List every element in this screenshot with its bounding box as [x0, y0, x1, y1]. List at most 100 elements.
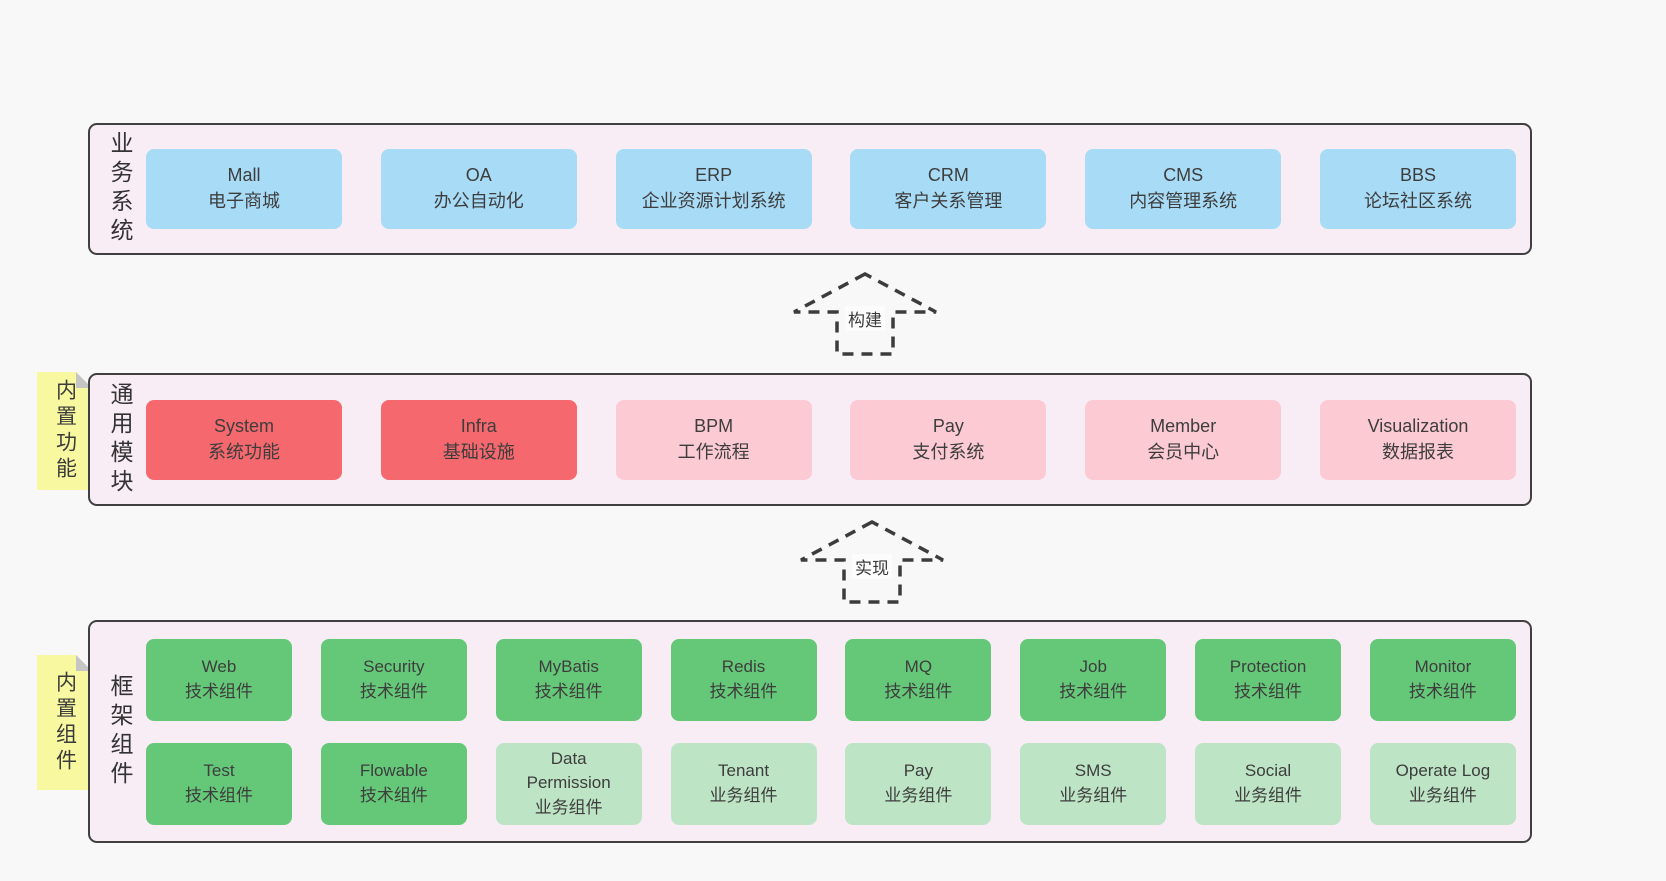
box-title: Security — [363, 657, 425, 677]
implement-arrow-label: 实现 — [852, 554, 892, 579]
box-visualization: Visualization 数据报表 — [1319, 399, 1516, 480]
dashed-up-arrow-icon — [793, 272, 937, 356]
box-subtitle: 技术组件 — [709, 681, 778, 701]
box-subtitle: 工作流程 — [677, 441, 750, 462]
box-title: CRM — [927, 165, 969, 186]
box-title: Data Permission — [526, 749, 611, 793]
box-title: Test — [203, 761, 235, 781]
box-mall: Mall 电子商城 — [146, 149, 342, 229]
implement-arrow: 实现 — [797, 516, 947, 606]
box-subtitle: 技术组件 — [884, 681, 953, 701]
box-title: SMS — [1074, 761, 1112, 781]
box-title: Protection — [1229, 657, 1307, 677]
box-title: Pay — [932, 415, 964, 436]
box-title: BBS — [1399, 165, 1436, 186]
box-social: Social 业务组件 — [1195, 742, 1342, 825]
box-title: ERP — [695, 165, 733, 186]
box-test: Test 技术组件 — [146, 742, 292, 825]
box-oa: OA 办公自动化 — [380, 149, 577, 229]
sticky-note-builtin-features: 内置功能 — [37, 372, 92, 490]
box-title: MQ — [904, 657, 933, 677]
box-title: MyBatis — [538, 657, 599, 677]
box-security: Security 技术组件 — [320, 638, 467, 721]
box-title: Social — [1244, 761, 1292, 781]
box-title: Job — [1079, 657, 1107, 677]
box-subtitle: 业务组件 — [1234, 785, 1303, 805]
box-flowable: Flowable 技术组件 — [320, 742, 467, 825]
box-protection: Protection 技术组件 — [1195, 638, 1342, 721]
box-subtitle: 业务组件 — [1408, 785, 1477, 805]
box-title: CMS — [1163, 165, 1204, 186]
build-arrow-label: 构建 — [845, 306, 885, 331]
box-subtitle: 内容管理系统 — [1129, 191, 1238, 211]
box-operate-log: Operate Log 业务组件 — [1369, 742, 1516, 825]
box-subtitle: 论坛社区系统 — [1363, 191, 1472, 211]
box-sms: SMS 业务组件 — [1020, 742, 1167, 825]
box-subtitle: 基础设施 — [442, 441, 515, 462]
box-subtitle: 会员中心 — [1147, 441, 1220, 462]
box-cms: CMS 内容管理系统 — [1085, 149, 1282, 229]
box-subtitle: 技术组件 — [534, 681, 603, 701]
dashed-up-arrow-icon — [800, 520, 944, 604]
box-mq: MQ 技术组件 — [845, 638, 992, 721]
box-subtitle: 系统功能 — [208, 441, 280, 462]
box-subtitle: 办公自动化 — [433, 191, 524, 211]
box-subtitle: 业务组件 — [709, 785, 778, 805]
sticky-note-label: 内置功能 — [53, 379, 77, 483]
box-title: System — [213, 415, 274, 436]
box-title: Redis — [721, 657, 766, 677]
box-subtitle: 业务组件 — [1059, 785, 1128, 805]
box-job: Job 技术组件 — [1020, 638, 1167, 721]
box-title: Mall — [227, 165, 261, 186]
box-subtitle: 数据报表 — [1381, 441, 1454, 462]
box-pay: Pay 支付系统 — [850, 399, 1047, 480]
box-mybatis: MyBatis 技术组件 — [495, 638, 642, 721]
box-subtitle: 技术组件 — [359, 681, 428, 701]
box-title: Operate Log — [1395, 761, 1491, 781]
box-subtitle: 技术组件 — [185, 785, 253, 805]
build-arrow: 构建 — [790, 268, 940, 358]
layer-label-common-modules: 通用模块 — [107, 381, 133, 498]
box-title: Flowable — [359, 761, 428, 781]
sticky-note-label: 内置组件 — [53, 670, 77, 775]
box-system: System 系统功能 — [146, 399, 342, 480]
box-subtitle: 技术组件 — [185, 681, 253, 701]
box-tenant: Tenant 业务组件 — [670, 742, 817, 825]
sticky-note-builtin-components: 内置组件 — [37, 655, 92, 790]
box-subtitle: 技术组件 — [1059, 681, 1128, 701]
box-subtitle: 技术组件 — [359, 785, 428, 805]
box-bbs: BBS 论坛社区系统 — [1319, 149, 1516, 229]
box-erp: ERP 企业资源计划系统 — [615, 149, 812, 229]
box-subtitle: 业务组件 — [534, 797, 603, 817]
box-data-permission: Data Permission 业务组件 — [495, 742, 642, 825]
box-title: Visualization — [1367, 415, 1469, 436]
box-subtitle: 企业资源计划系统 — [641, 191, 786, 211]
box-title: OA — [465, 165, 492, 186]
box-subtitle: 电子商城 — [208, 191, 280, 211]
layer-label-business-systems: 业务系统 — [107, 131, 133, 247]
box-title: Tenant — [718, 761, 770, 781]
box-infra: Infra 基础设施 — [380, 399, 577, 480]
box-subtitle: 支付系统 — [912, 441, 985, 462]
box-subtitle: 技术组件 — [1408, 681, 1477, 701]
box-title: Infra — [460, 415, 497, 436]
box-subtitle: 技术组件 — [1234, 681, 1303, 701]
layer-label-framework-components: 框架组件 — [107, 673, 133, 790]
